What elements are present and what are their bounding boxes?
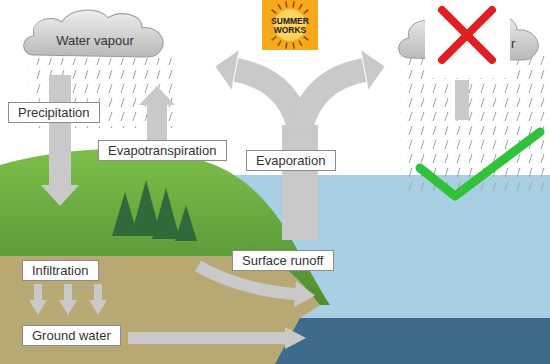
red-cross [442, 10, 492, 60]
process-label: Precipitation [8, 102, 100, 123]
cloud-text: r [511, 36, 515, 51]
label-text: Evaporation [256, 153, 325, 168]
arrow-stub [455, 80, 469, 120]
process-label: Evapotranspiration [98, 140, 227, 161]
label-text: Surface runoff [242, 253, 323, 268]
label-text: Precipitation [18, 105, 90, 120]
logo-text: SUMMER WORKS [262, 17, 318, 34]
label-text: Water vapour [56, 6, 134, 48]
label-text: Infiltration [32, 263, 88, 278]
green-check [420, 132, 540, 196]
logo-background [262, 0, 318, 50]
cover-box [425, 0, 510, 78]
process-label: Ground water [22, 325, 121, 346]
soil [0, 256, 320, 364]
process-label: Surface runoff [232, 250, 334, 271]
process-label: Evaporation [246, 150, 336, 171]
process-arrows [29, 50, 385, 349]
cloud-node: Water vapour [20, 6, 170, 60]
label-text: Evapotranspiration [108, 143, 216, 158]
process-label: Infiltration [22, 260, 99, 281]
trees [112, 180, 197, 241]
label-text: Ground water [32, 328, 111, 343]
